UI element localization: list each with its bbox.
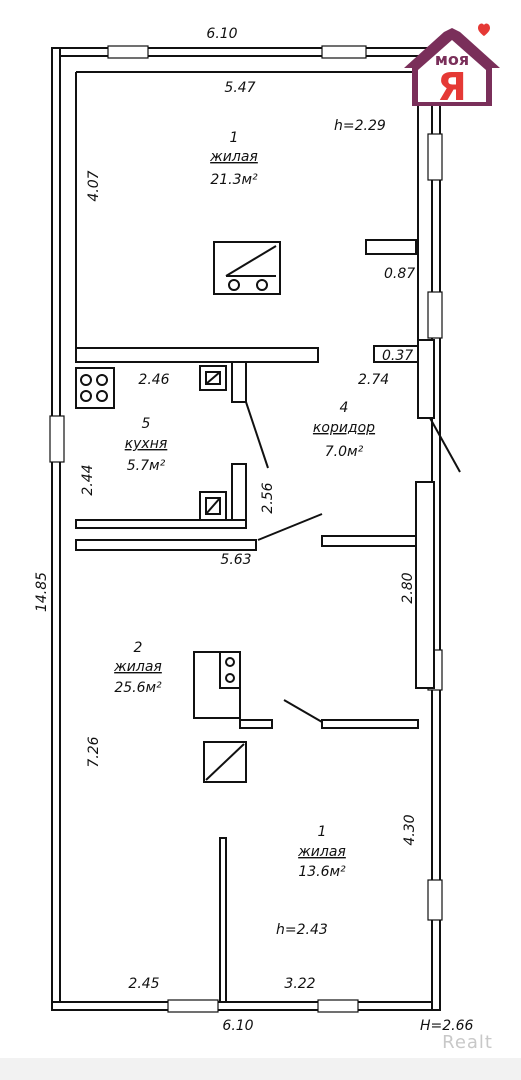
svg-text:21.3м²: 21.3м² [210,172,258,188]
middle-wall-right [321,535,423,547]
window [427,133,443,181]
dim-bottom-right: 3.22 [284,976,315,992]
door-swing [257,513,323,541]
stove-ledge [239,719,273,729]
doors [245,401,461,723]
dim-overall-length: 14.85 [34,572,50,612]
kitchen-appliance-bottom [199,491,227,521]
inner-outline [75,71,419,348]
watermark: Realt [442,1032,493,1053]
room-label-1b: 1 жилая 13.6м² [297,824,346,880]
dim-partition: 2.56 [260,482,276,513]
stove-room2 [193,651,241,719]
svg-text:7.0м²: 7.0м² [325,444,364,460]
heart-icon [478,23,490,36]
dim-kitchen-width: 2.46 [138,372,169,388]
kitchen-wall-lower [231,463,247,527]
kitchen-stove [75,367,115,409]
room-label-5: 5 кухня 5.7м² [125,416,168,474]
logo-top-text: моя [435,50,469,69]
room-label-4: 4 коридор 7.0м² [313,400,375,460]
bottom-wall [51,1001,441,1011]
left-wall [51,47,61,1011]
room-label-1: 1 жилая 21.3м² [209,130,258,188]
middle-wall-left [75,539,257,551]
window [49,415,65,463]
svg-text:5.7м²: 5.7м² [127,458,166,474]
dim-kitchen-height: 2.44 [80,464,96,495]
window [167,999,219,1013]
svg-text:5: 5 [142,416,151,432]
svg-text:кухня: кухня [125,436,168,452]
dim-nook: 0.37 [382,348,413,364]
door-swing [245,401,269,469]
dim-top-outer: 6.10 [206,26,237,42]
dim-room2-left: 7.26 [86,736,102,767]
dim-right-upper: 2.80 [400,572,416,603]
svg-text:жилая: жилая [297,844,346,860]
room-label-2: 2 жилая 25.6м² [113,640,162,696]
height-total: H=2.66 [420,1018,474,1034]
room1-bottom-wall [75,347,319,363]
window [321,45,367,59]
heater [203,741,247,783]
bay-partition [365,239,417,255]
right-pier [417,339,435,419]
svg-text:25.6м²: 25.6м² [114,680,162,696]
dim-bottom-outer: 6.10 [222,1018,253,1034]
svg-text:2: 2 [134,640,143,656]
logo-bottom-text: Я [437,65,466,109]
svg-text:1: 1 [230,130,239,146]
interior-walls [75,239,435,1003]
dimension-labels: 6.10 5.47 4.07 0.87 0.37 2.74 2.46 2.44 … [34,26,418,1034]
window [427,879,443,921]
kitchen-wall-upper [231,361,247,403]
bottom-bar [0,1058,521,1080]
window [107,45,149,59]
height-upper: h=2.29 [334,118,386,134]
svg-text:4: 4 [340,400,349,416]
dim-bay: 0.87 [384,266,415,282]
door-swing [429,417,461,473]
right-upper-wall [415,481,435,689]
kitchen-bottom-wall [75,519,247,529]
stove-room1 [213,241,281,295]
svg-text:жилая: жилая [113,659,162,675]
svg-text:13.6м²: 13.6м² [298,864,346,880]
window [317,999,359,1013]
height-lower: h=2.43 [276,922,328,938]
svg-text:1: 1 [318,824,327,840]
brand-logo: моя Я [404,23,500,109]
svg-text:коридор: коридор [313,420,375,436]
dim-middle-wall: 5.63 [220,552,251,568]
svg-text:жилая: жилая [209,149,258,165]
door-swing [283,699,323,723]
divider-wall [219,837,227,1003]
dim-room1-left: 4.07 [86,170,102,201]
dim-top-inner: 5.47 [224,80,255,96]
window [427,291,443,339]
dim-bottom-left: 2.45 [128,976,159,992]
dim-right-lower: 4.30 [402,814,418,845]
windows [49,45,443,1013]
kitchen-appliance-top [199,365,227,391]
dim-corridor-width: 2.74 [358,372,389,388]
partition-wall [321,719,419,729]
